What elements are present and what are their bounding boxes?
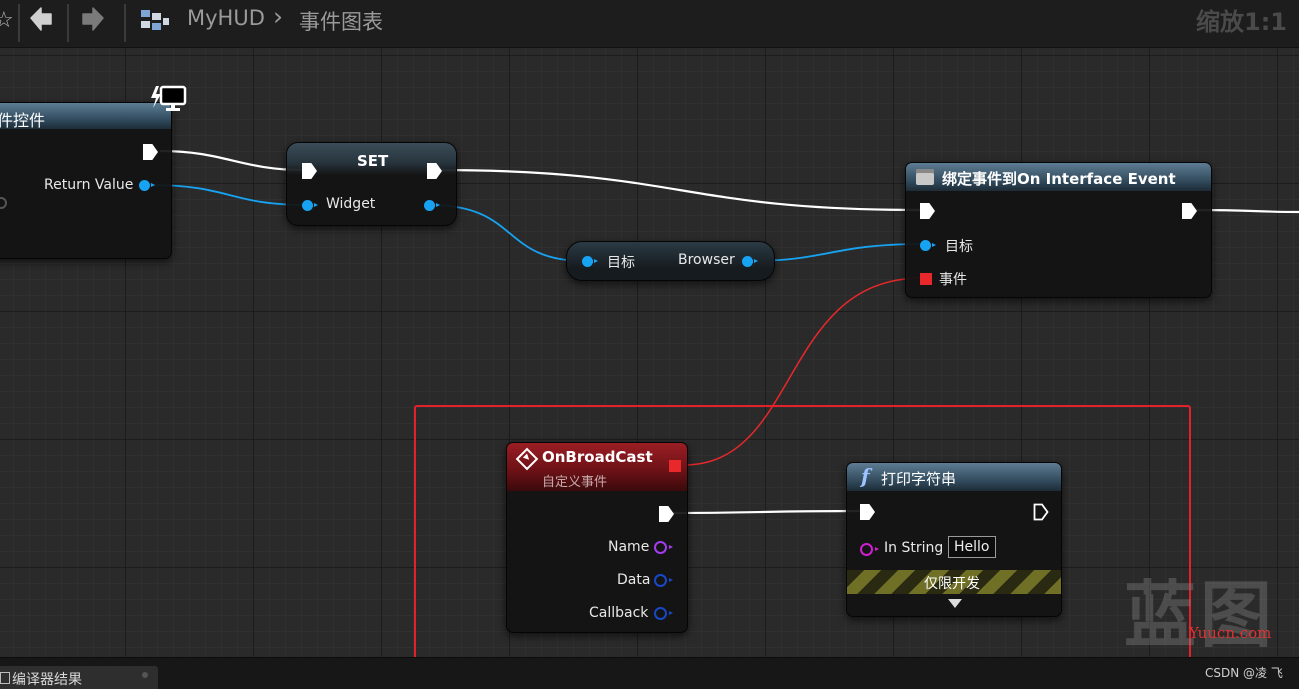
- function-box-icon: [916, 169, 934, 185]
- bind-event-title: 绑定事件到On Interface Event: [942, 170, 1176, 188]
- custom-event-pin-name[interactable]: [654, 541, 673, 554]
- compiler-results-tab[interactable]: 编译器结果: [0, 666, 158, 689]
- set-exec-in[interactable]: [302, 163, 317, 179]
- set-exec-out[interactable]: [427, 163, 442, 179]
- bind-exec-in[interactable]: [920, 203, 935, 219]
- custom-event-pin-name-label: Name: [608, 539, 650, 555]
- bind-event-header: 绑定事件到On Interface Event: [906, 163, 1211, 191]
- watermark-logo: 蓝图: [1124, 573, 1277, 657]
- breadcrumb-current[interactable]: 事件图表: [299, 10, 383, 34]
- star-icon[interactable]: ☆: [0, 8, 14, 33]
- browser-output-label: Browser: [678, 252, 735, 268]
- set-widget-out-pin[interactable]: [424, 200, 440, 211]
- compiler-results-icon: [0, 672, 10, 684]
- toolbar-divider: [18, 4, 20, 42]
- create-widget-header: 件控件: [0, 103, 171, 130]
- create-widget-exec-out[interactable]: [143, 144, 158, 160]
- print-string-title: 打印字符串: [881, 470, 957, 488]
- breadcrumb-root[interactable]: MyHUD: [187, 6, 265, 30]
- create-widget-node[interactable]: 件控件 Return Value: [0, 102, 172, 259]
- return-value-pin[interactable]: [139, 180, 155, 191]
- print-exec-in[interactable]: [860, 504, 875, 520]
- bind-exec-out[interactable]: [1182, 203, 1197, 219]
- custom-event-pin-data[interactable]: [654, 574, 673, 587]
- graph-canvas[interactable]: [0, 47, 1299, 657]
- bind-event-node[interactable]: 绑定事件到On Interface Event 目标 事件: [905, 162, 1212, 298]
- bind-event-delegate-pin[interactable]: [920, 273, 932, 285]
- breadcrumb-separator: ›: [273, 2, 283, 31]
- custom-event-pin-callback-label: Callback: [589, 605, 649, 621]
- browser-output-pin[interactable]: [742, 256, 758, 267]
- create-widget-title: 件控件: [0, 111, 46, 130]
- event-diamond-icon: [515, 447, 539, 471]
- bottom-panel-bar: 编译器结果: [0, 657, 1299, 689]
- bind-target-label: 目标: [945, 239, 973, 255]
- custom-event-pin-callback[interactable]: [654, 607, 673, 620]
- tab-close-icon[interactable]: [142, 672, 148, 678]
- custom-event-exec-out[interactable]: [659, 506, 674, 522]
- custom-event-title: OnBroadCast: [542, 448, 653, 466]
- in-string-label: In String: [884, 540, 944, 556]
- custom-event-pin-data-label: Data: [617, 572, 651, 588]
- custom-event-delegate-pin[interactable]: [669, 460, 681, 472]
- custom-event-subtitle: 自定义事件: [542, 475, 608, 490]
- in-string-pin[interactable]: [860, 543, 879, 556]
- set-widget-in-pin[interactable]: [302, 200, 318, 211]
- print-exec-out[interactable]: [1033, 503, 1049, 521]
- compiler-results-label: 编译器结果: [12, 672, 82, 688]
- set-variable-node[interactable]: SET Widget: [286, 142, 457, 226]
- set-node-title: SET: [357, 152, 389, 170]
- browser-target-pin[interactable]: [582, 256, 598, 267]
- forward-arrow-icon[interactable]: [80, 6, 106, 34]
- custom-event-header: OnBroadCast 自定义事件: [507, 443, 687, 491]
- in-string-input[interactable]: Hello: [948, 536, 996, 558]
- print-string-header: f 打印字符串: [847, 463, 1061, 491]
- chevron-down-icon[interactable]: [948, 599, 962, 608]
- zoom-level: 缩放1:1: [1196, 8, 1287, 36]
- function-f-icon: f: [861, 464, 870, 488]
- custom-event-node[interactable]: OnBroadCast 自定义事件 Name Data Callback: [506, 442, 688, 633]
- development-only-banner: 仅限开发: [847, 570, 1061, 594]
- bind-target-pin[interactable]: [920, 240, 936, 251]
- class-pin-hollow[interactable]: [0, 197, 7, 209]
- widget-monitor-icon: [150, 84, 188, 114]
- get-browser-node[interactable]: 目标 Browser: [566, 241, 775, 281]
- graph-toolbar: ☆ MyHUD › 事件图表 缩放1:1: [0, 0, 1299, 48]
- bind-event-delegate-label: 事件: [939, 272, 967, 288]
- watermark-credit: CSDN @凌 飞: [1205, 666, 1283, 680]
- return-value-label: Return Value: [44, 177, 134, 193]
- print-string-node[interactable]: f 打印字符串 In String Hello 仅限开发: [846, 462, 1062, 617]
- toolbar-divider: [67, 4, 69, 42]
- back-arrow-icon[interactable]: [28, 6, 54, 34]
- browser-target-label: 目标: [607, 255, 635, 271]
- toolbar-divider: [124, 4, 126, 42]
- set-widget-label: Widget: [326, 196, 376, 212]
- graph-grid-icon: [141, 10, 169, 30]
- watermark-site: Yuucn.com: [1189, 624, 1272, 642]
- development-only-label: 仅限开发: [924, 576, 980, 592]
